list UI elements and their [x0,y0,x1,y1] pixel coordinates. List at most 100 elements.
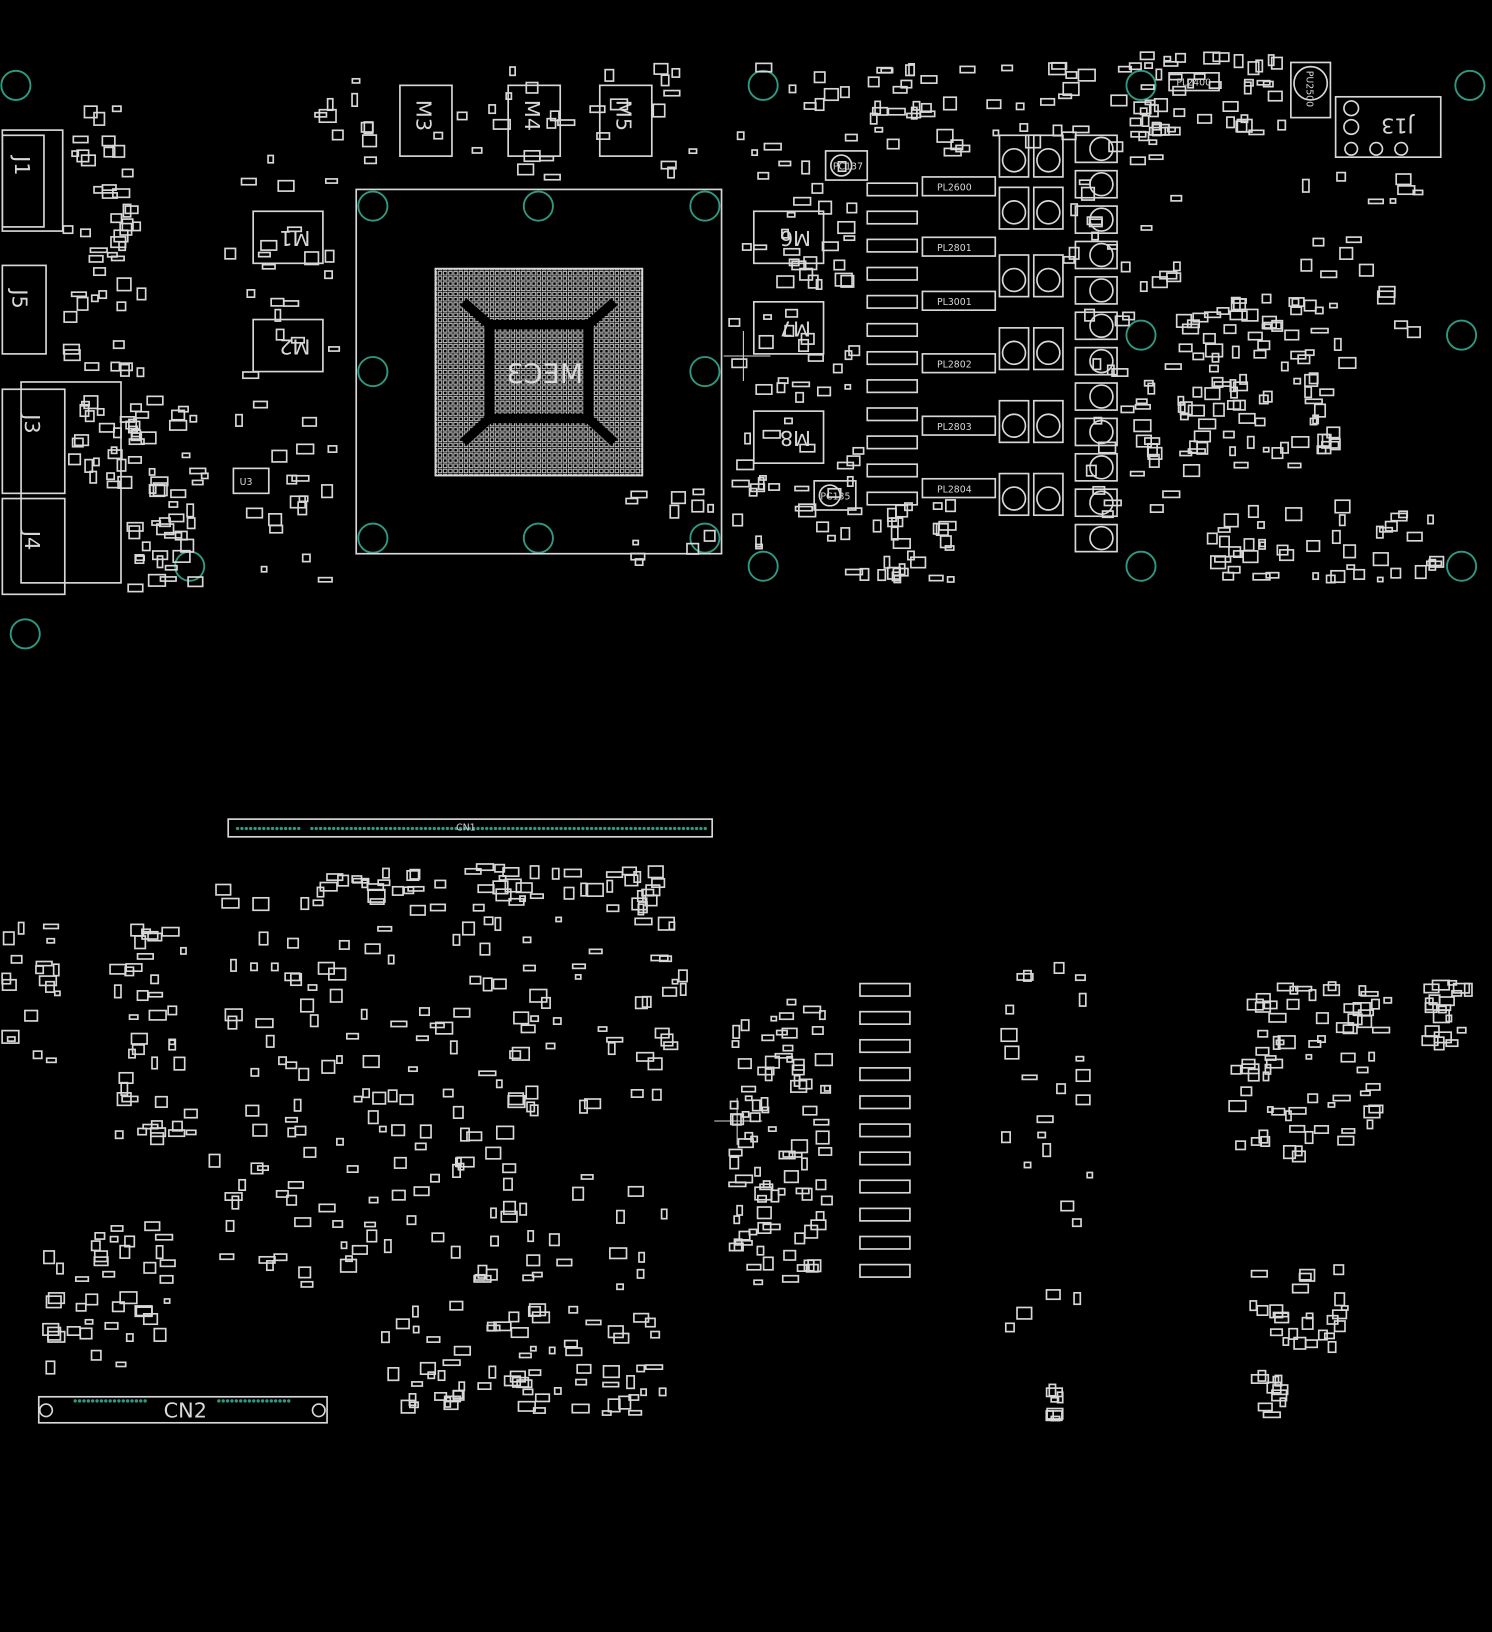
smd-pad [1133,419,1152,433]
smd-pad [331,129,344,141]
smd-pad [606,1036,624,1043]
cn1-pin [690,826,694,831]
capacitor-body [1036,340,1061,366]
smd-pad [1177,401,1186,413]
inductor-pl3001[interactable]: PL3001 [921,290,997,311]
smd-pad [834,272,853,287]
smd-pad [1327,981,1337,992]
smd-pad [1179,412,1189,421]
smd-pad [511,1046,531,1061]
smd-pad [363,156,378,165]
connector-j1[interactable]: J1 [1,129,64,232]
smd-pad [1257,1402,1273,1412]
inductor-pl2600[interactable]: PL2600 [921,176,997,197]
connector-j13[interactable]: J13 [1334,95,1442,158]
connector-j5[interactable]: J5 [1,264,47,355]
component-pl2400[interactable]: PL2400 [1168,72,1220,92]
smd-pad [115,1361,127,1368]
smd-pad [1166,272,1182,283]
component-u3[interactable]: U3 [232,467,270,495]
smd-pad [456,1156,475,1168]
smd-pad [52,963,60,977]
component-m8[interactable]: M8 [752,410,825,464]
smd-pad [1070,203,1079,217]
smd-pad [168,1129,186,1138]
component-m6[interactable]: M6 [752,210,825,265]
smd-pad [1291,1150,1306,1163]
capacitor-body [1089,171,1114,197]
smd-pad [112,144,126,158]
smd-pad [529,893,544,900]
cn1-pin [266,826,270,831]
smd-pad [1265,571,1280,579]
smd-pad [764,1055,781,1069]
smd-pad [298,1266,312,1279]
connector-j4[interactable]: J4 [1,497,66,596]
component-m4[interactable]: M4 [507,84,562,157]
smd-pad [360,121,374,133]
cn1-pin [550,826,554,831]
component-mec3[interactable]: MEC3 [355,188,723,555]
smd-pad [515,882,533,894]
component-m7[interactable]: M7 [752,301,825,355]
smd-pad [382,867,390,879]
smd-pad [1340,1305,1349,1311]
smd-pad [525,1085,539,1100]
smd-pad [912,100,921,111]
smd-pad [158,517,171,528]
smd-pad [1001,64,1014,72]
cn1-pin [436,826,441,831]
smd-pad [1231,298,1247,304]
component-m2[interactable]: M2 [252,318,324,373]
smd-pad [527,1230,535,1243]
smd-pad [955,144,971,153]
smd-pad [452,1390,464,1400]
component-m3[interactable]: M3 [399,84,453,157]
smd-pad [128,1014,139,1021]
smd-pad [387,954,395,965]
inductor-pl2803[interactable]: PL2803 [921,415,997,436]
capacitor-pc135[interactable]: PC135 [813,480,857,511]
smd-pad [546,117,557,129]
inductor-pl2804[interactable]: PL2804 [921,477,997,499]
smd-pad [1438,996,1455,1007]
smd-pad [1330,569,1346,584]
cn2-pin [121,1399,125,1403]
connector-j3[interactable]: J3 [1,381,122,584]
smd-pad [644,1364,664,1371]
smd-pad [1287,462,1302,469]
smd-pad [602,1381,620,1388]
inductor-pl2802[interactable]: PL2802 [921,353,997,374]
smd-pad [818,1010,826,1021]
capacitor-pc137[interactable]: PC137 [824,150,869,181]
component-m1[interactable]: M1 [252,210,324,265]
capacitor [1032,399,1064,444]
smd-pad [1257,1369,1267,1382]
smd-pad [471,146,483,154]
smd-pad [907,550,915,561]
smd-pad [1211,352,1220,363]
smd-pad [749,1112,761,1123]
smd-pad [275,1189,289,1198]
cn2-pin [282,1399,287,1403]
smd-pad [1045,1289,1061,1301]
smd-pad [634,558,644,566]
smd-pad [1289,1124,1306,1133]
smd-pad [1108,141,1124,153]
smd-pad [1046,1407,1064,1420]
smd-pad [938,520,957,531]
cn2-pin [234,1399,238,1403]
smd-pad [303,1146,317,1158]
smd-pad [886,507,897,522]
connector-cn2[interactable]: CN2 [37,1395,328,1424]
component-m5[interactable]: M5 [598,84,653,157]
smd-pad [109,963,127,975]
smd-pad [836,461,855,470]
connector-cn1[interactable]: CN1 [227,818,714,838]
smd-pad [634,917,653,926]
inductor-pl2801[interactable]: PL2801 [921,236,997,257]
smd-pad [1316,445,1327,455]
smd-pad [1187,448,1206,455]
component-pu2500[interactable]: PU2500 [1290,61,1332,119]
smd-pad [1343,544,1357,559]
